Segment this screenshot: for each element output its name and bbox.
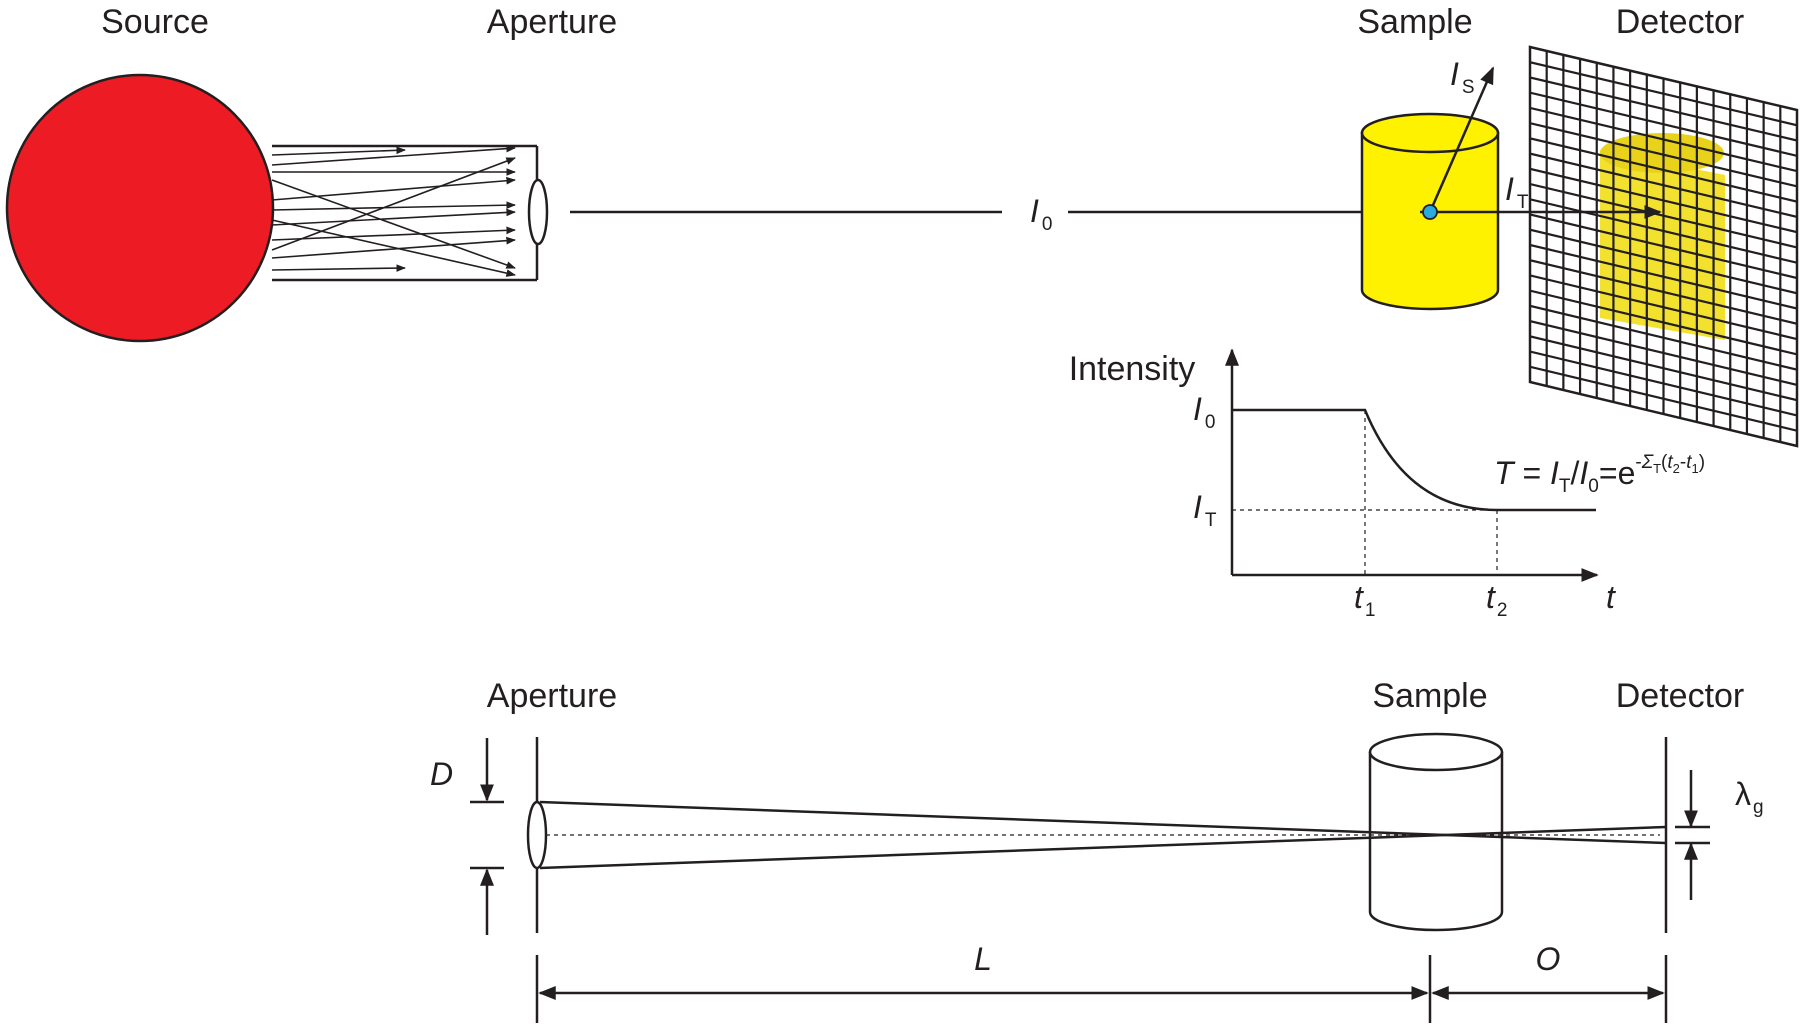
l-o-dimensions [535,955,1668,1023]
transmission-formula: T = IT/I0=e-ΣT(t2-t1) [1494,452,1705,497]
intensity-graph [1225,348,1599,582]
source-sphere [5,73,275,343]
scattered-beam [1428,66,1495,213]
detector-grid-line [1530,335,1797,402]
detector-grid-line [1530,182,1797,249]
beam-cone [539,800,1667,870]
detector-label-top: Detector [1616,3,1745,41]
o-label: O [1536,941,1561,977]
source-label: Source [101,3,209,41]
detector-grid-line [1530,152,1797,218]
detector-grid-line [1530,198,1797,264]
sample-label-top: Sample [1357,3,1472,41]
detector-grid-line [1530,76,1797,142]
collimator-tube [271,144,539,282]
detector-grid-line [1530,61,1797,127]
sample-cylinder-bottom [1368,732,1504,932]
sample-cylinder-top [1360,112,1500,311]
detector-grid-line [1530,228,1797,295]
sample-label-bottom: Sample [1372,677,1487,715]
detector-grid-top [1528,45,1799,448]
detector-grid-line [1530,137,1797,203]
detector-grid-line [1530,167,1797,234]
graph-xlabel: t [1606,579,1616,615]
detector-grid-line [1530,106,1797,173]
detector-label-bottom: Detector [1616,677,1745,715]
aperture-label-top: Aperture [487,3,617,41]
lambda-dimension [1675,770,1710,900]
detector-grid-line [1530,365,1797,432]
detector-grid-line [1530,320,1797,386]
aperture-pinhole-top [527,178,549,246]
d-dimension [470,738,504,935]
detector-grid-line [1530,122,1797,188]
aperture-opening-bottom [526,800,548,870]
detector-grid-line [1530,259,1797,325]
detector-grid-line [1530,91,1797,157]
detector-grid-line [1530,243,1797,310]
detector-grid-line [1530,289,1797,356]
aperture-label-bottom: Aperture [487,677,617,715]
detector-grid-line [1530,274,1797,341]
detector-grid-line [1530,213,1797,280]
detector-grid-line [1530,350,1797,417]
interaction-point [1422,204,1438,220]
detector-grid-line [1530,304,1797,371]
d-label: D [430,756,453,792]
l-label: L [974,941,992,977]
graph-ylabel: Intensity [1069,350,1196,388]
